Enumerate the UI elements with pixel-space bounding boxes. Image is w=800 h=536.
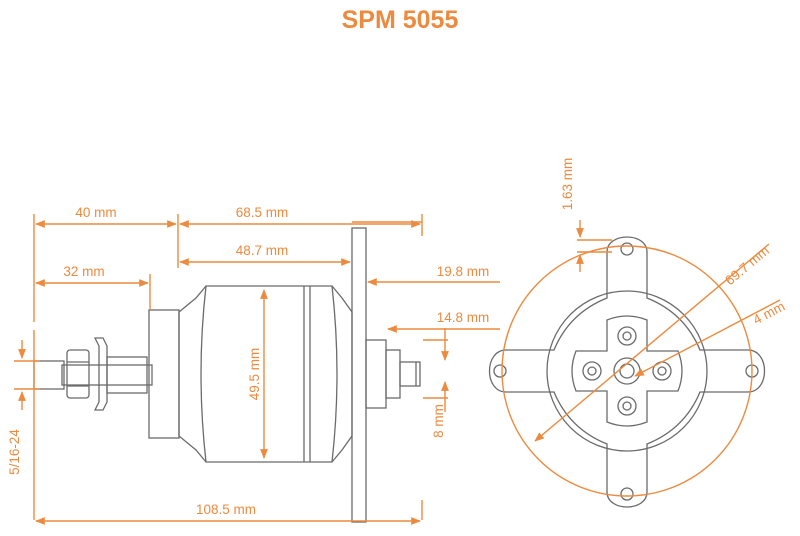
front-view bbox=[488, 236, 766, 508]
front-bell bbox=[148, 309, 180, 439]
diagram-title: SPM 5055 bbox=[341, 6, 459, 34]
mount-plate bbox=[351, 227, 367, 523]
bolt-circle bbox=[501, 245, 753, 497]
rear-bearing bbox=[385, 349, 401, 399]
inner-housing bbox=[546, 290, 708, 452]
label-1-63mm: 1.63 mm bbox=[560, 158, 575, 211]
mount-hole-bottom bbox=[620, 487, 634, 501]
label-108-5mm: 108.5 mm bbox=[196, 502, 256, 517]
label-69-7mm: 69.7 mm bbox=[722, 243, 772, 288]
prop-adapter bbox=[106, 356, 148, 394]
label-48-7mm: 48.7 mm bbox=[236, 243, 289, 258]
rear-housing bbox=[365, 339, 387, 409]
label-32mm: 32 mm bbox=[63, 264, 104, 279]
mount-hole-top bbox=[620, 242, 634, 256]
dimension-labels: 40 mm 68.5 mm 48.7 mm 32 mm 19.8 mm 14.8… bbox=[7, 158, 787, 517]
prop-washer bbox=[93, 337, 108, 411]
label-8mm: 8 mm bbox=[431, 404, 446, 438]
label-40mm: 40 mm bbox=[75, 205, 116, 220]
side-view-dimensions bbox=[14, 214, 500, 525]
screw-hole-bottom bbox=[617, 396, 637, 416]
label-thread: 5/16-24 bbox=[7, 429, 22, 475]
screw-hole-top bbox=[617, 326, 637, 346]
label-68-5mm: 68.5 mm bbox=[236, 205, 289, 220]
label-49-5mm: 49.5 mm bbox=[247, 348, 262, 401]
inner-cross bbox=[571, 315, 683, 427]
label-19-8mm: 19.8 mm bbox=[437, 264, 490, 279]
prop-nut bbox=[66, 349, 90, 399]
mount-cross bbox=[488, 236, 766, 508]
shaft-tip bbox=[33, 360, 65, 390]
label-4mm: 4 mm bbox=[750, 298, 787, 327]
front-view-dimensions bbox=[501, 220, 781, 497]
side-view bbox=[33, 227, 421, 523]
mount-hole-left bbox=[493, 364, 507, 378]
rear-shaft bbox=[399, 361, 421, 387]
screw-hole-left bbox=[582, 361, 602, 381]
label-14-8mm: 14.8 mm bbox=[437, 310, 490, 325]
motor-can bbox=[178, 285, 353, 463]
